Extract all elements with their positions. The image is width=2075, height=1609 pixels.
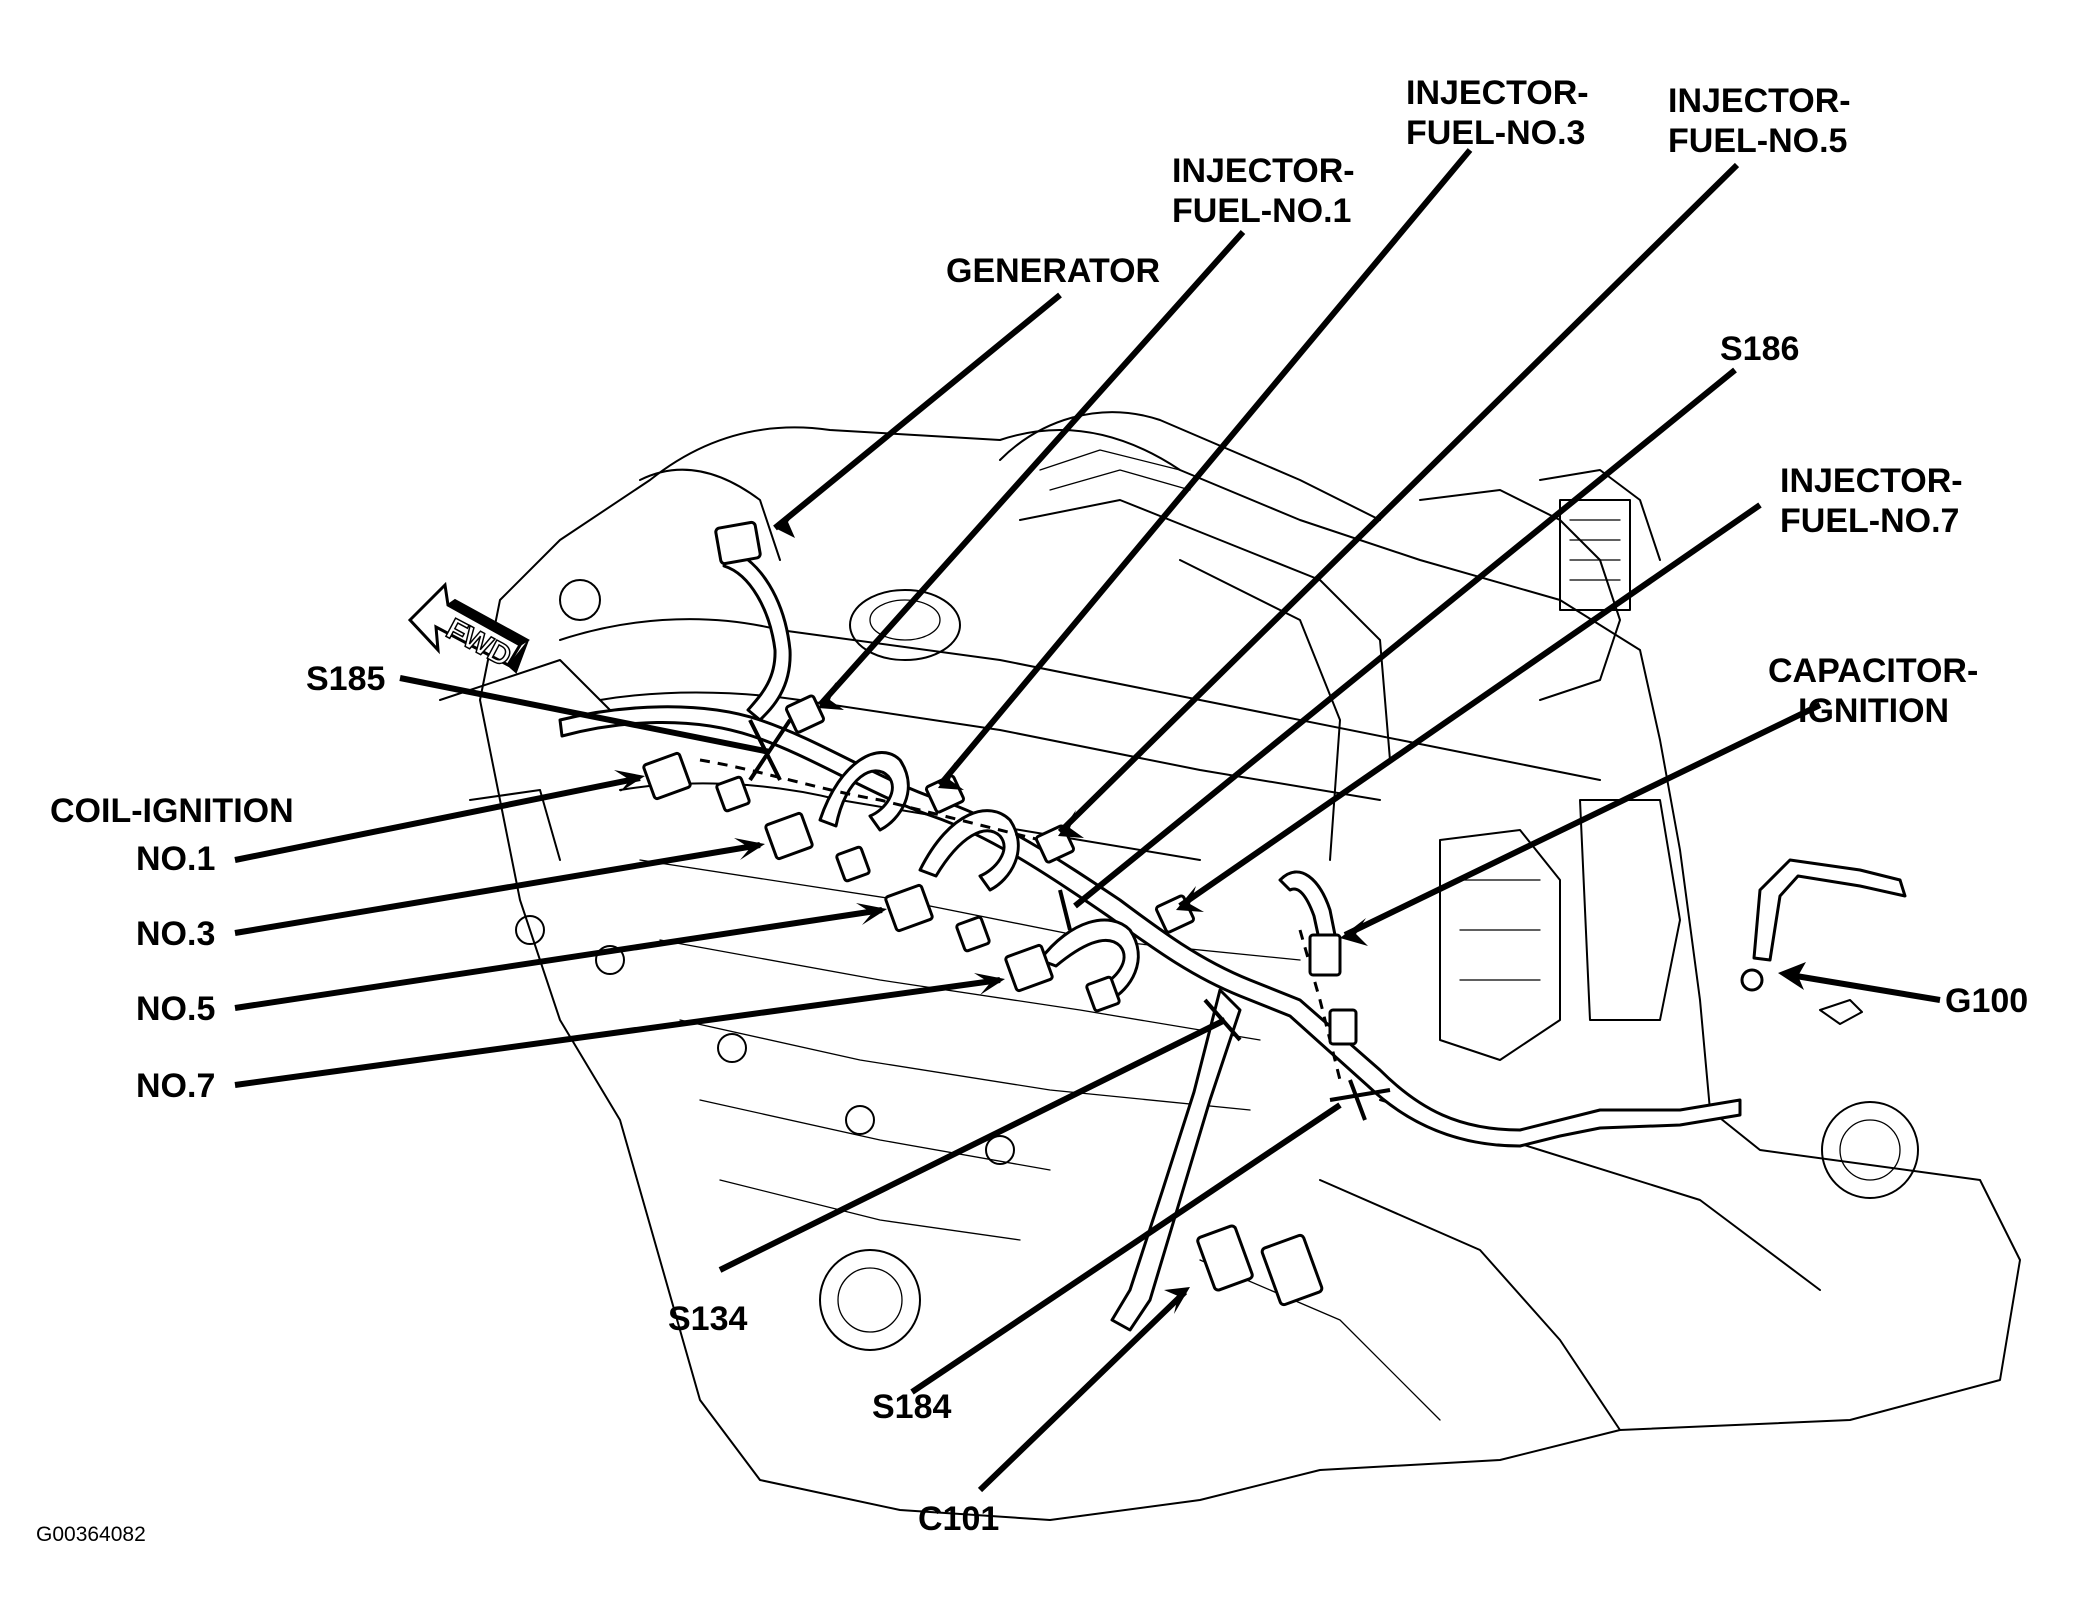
label-injector-fuel-no7-line1: INJECTOR- <box>1780 462 1963 500</box>
label-s185: S185 <box>306 660 385 698</box>
label-injector-fuel-no3-line2: FUEL-NO.3 <box>1406 114 1585 152</box>
callout-labels: INJECTOR- FUEL-NO.3 INJECTOR- FUEL-NO.5 … <box>36 74 2028 1546</box>
label-coil-no3: NO.3 <box>136 915 215 953</box>
label-s184: S184 <box>872 1388 951 1426</box>
label-s134: S134 <box>668 1300 747 1338</box>
leader-injector-7 <box>1178 502 1762 909</box>
leader-s134 <box>718 1017 1227 1273</box>
leader-coil-7 <box>234 977 1001 1088</box>
leader-coil-1 <box>234 775 641 863</box>
leader-generator <box>773 292 1062 531</box>
label-injector-fuel-no1-line1: INJECTOR- <box>1172 152 1355 190</box>
leader-lines <box>234 148 1941 1493</box>
label-injector-fuel-no1-line2: FUEL-NO.1 <box>1172 192 1351 230</box>
arrowhead-generator <box>775 505 800 538</box>
leader-coil-3 <box>234 842 761 936</box>
label-capacitor-ignition-line2: IGNITION <box>1798 692 1949 730</box>
label-c101: C101 <box>918 1500 999 1538</box>
label-s186: S186 <box>1720 330 1799 368</box>
leader-c101 <box>977 1289 1188 1493</box>
leader-coil-5 <box>234 907 883 1011</box>
fwd-arrow-icon: FWD <box>407 581 530 674</box>
leader-injector-5 <box>1057 162 1740 835</box>
leader-capacitor <box>1343 702 1822 938</box>
label-injector-fuel-no3-line1: INJECTOR- <box>1406 74 1589 112</box>
label-coil-no7: NO.7 <box>136 1067 215 1105</box>
label-injector-fuel-no5-line2: FUEL-NO.5 <box>1668 122 1847 160</box>
leader-injector-3 <box>937 148 1473 787</box>
leader-s185 <box>399 675 771 755</box>
label-injector-fuel-no5-line1: INJECTOR- <box>1668 82 1851 120</box>
label-capacitor-ignition-line1: CAPACITOR- <box>1768 652 1978 690</box>
leader-injector-1 <box>817 230 1246 707</box>
label-g100: G100 <box>1945 982 2028 1020</box>
engine-drawing <box>439 411 2021 1521</box>
figure-id: G00364082 <box>36 1523 146 1546</box>
label-coil-no1: NO.1 <box>136 840 215 878</box>
leader-s184 <box>910 1102 1342 1395</box>
label-generator: GENERATOR <box>946 252 1160 290</box>
leader-s186 <box>1073 367 1737 909</box>
label-coil-no5: NO.5 <box>136 990 215 1028</box>
label-coil-ignition: COIL-IGNITION <box>50 792 294 830</box>
label-injector-fuel-no7-line2: FUEL-NO.7 <box>1780 502 1959 540</box>
leader-g100 <box>1789 972 1941 1003</box>
wiring-harness <box>558 548 1907 1332</box>
